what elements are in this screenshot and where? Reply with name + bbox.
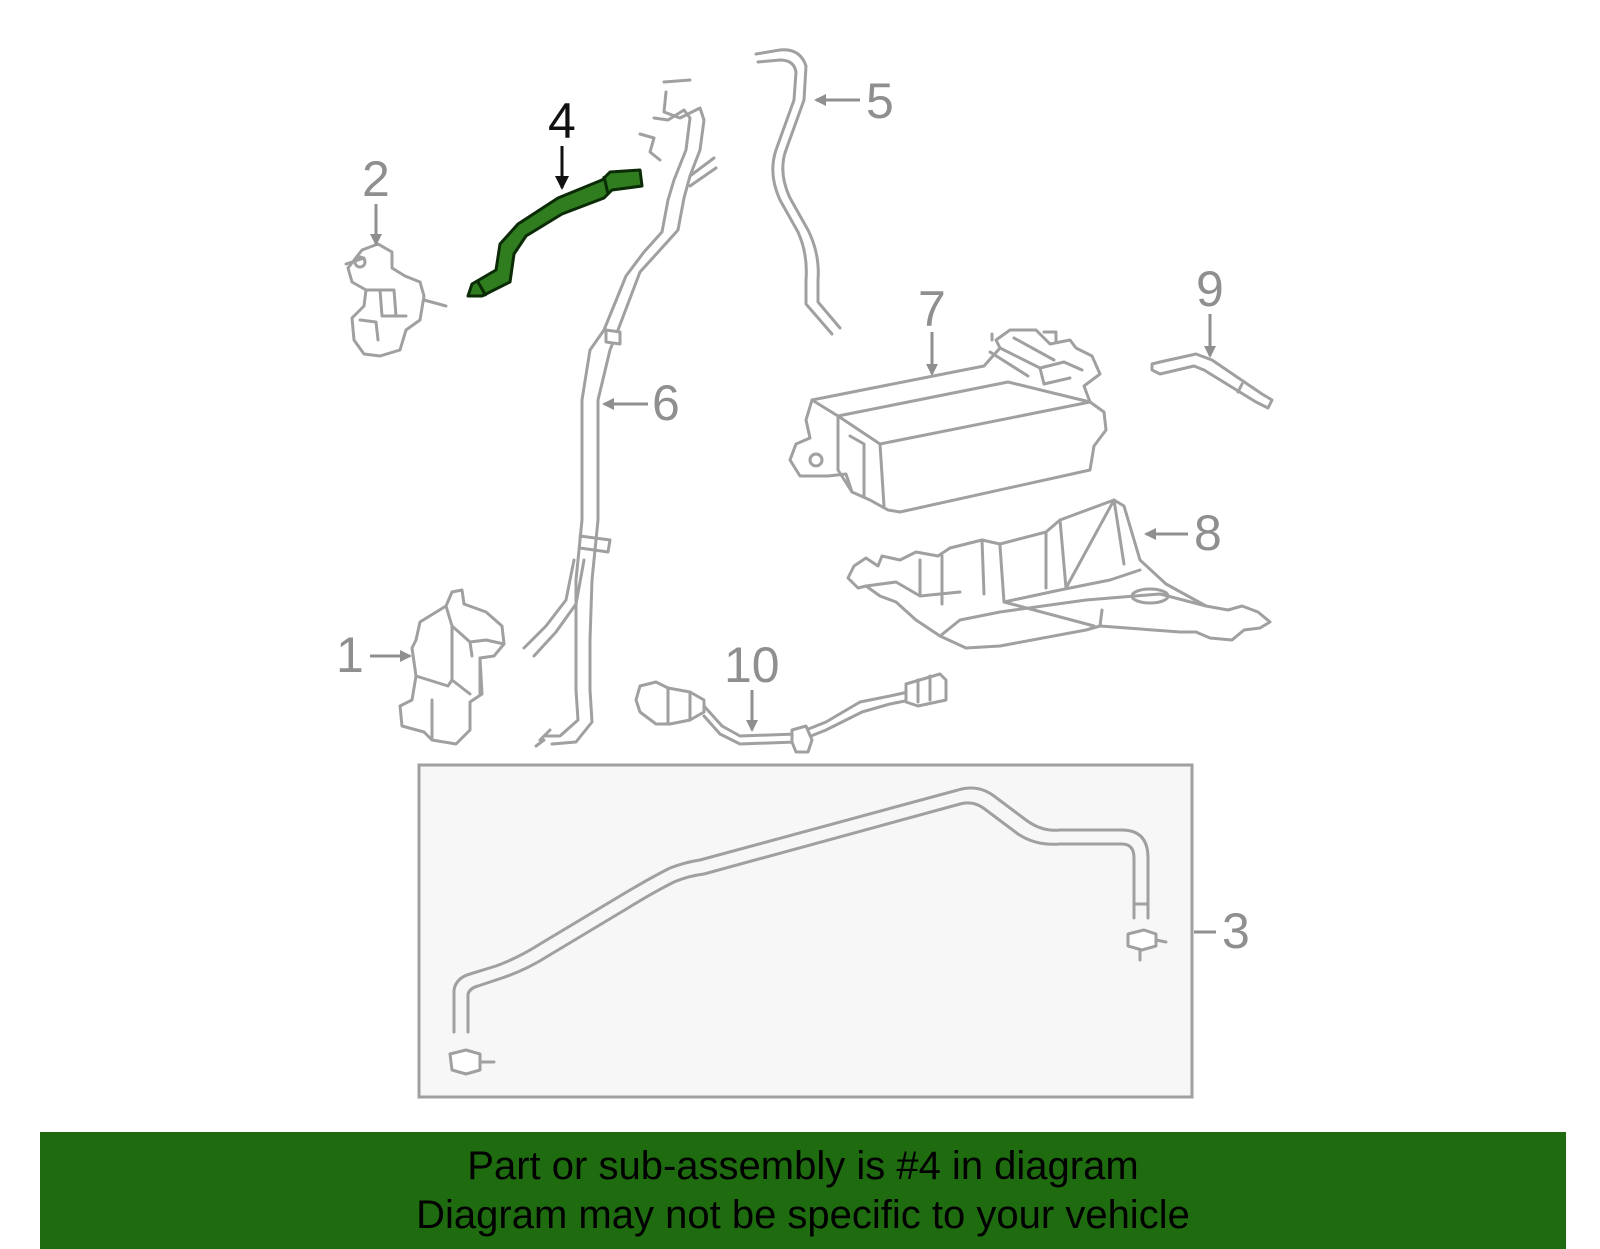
callout-7: 7 xyxy=(918,281,946,376)
callout-2: 2 xyxy=(362,151,390,246)
part-3-box xyxy=(417,763,1194,1099)
part-7-charcoal-canister[interactable] xyxy=(788,328,1108,514)
part-3-fuel-vapor-tube[interactable] xyxy=(448,786,1168,1076)
callout-number: 6 xyxy=(652,375,680,431)
banner-line-part-number: Part or sub-assembly is #4 in diagram xyxy=(467,1144,1139,1188)
part-10-sensor[interactable] xyxy=(634,672,948,754)
callout-10: 10 xyxy=(724,637,780,732)
callout-1: 1 xyxy=(336,627,412,683)
part-8-canister-bracket[interactable] xyxy=(846,498,1272,650)
callout-number: 2 xyxy=(362,151,390,207)
callout-8: 8 xyxy=(1144,505,1222,561)
callout-number: 9 xyxy=(1196,261,1224,317)
part-2-vsv-valve[interactable] xyxy=(344,242,448,358)
callout-number: 3 xyxy=(1222,903,1250,959)
callout-5: 5 xyxy=(814,73,894,129)
callout-3: 3 xyxy=(1194,903,1250,959)
part-4-hose-highlighted[interactable] xyxy=(466,168,644,298)
callout-number: 1 xyxy=(336,627,364,683)
banner-line-disclaimer: Diagram may not be specific to your vehi… xyxy=(416,1193,1190,1237)
callout-9: 9 xyxy=(1196,261,1224,358)
part-5-hose[interactable] xyxy=(754,48,842,336)
callout-4: 4 xyxy=(548,93,576,190)
callout-number: 7 xyxy=(918,281,946,337)
callout-number: 10 xyxy=(724,637,780,693)
part-9-hose[interactable] xyxy=(1150,352,1274,410)
part-1-solenoid-valve[interactable] xyxy=(398,588,506,746)
part-6-vapor-line[interactable] xyxy=(522,78,718,748)
callout-6: 6 xyxy=(602,375,680,431)
callout-number: 5 xyxy=(866,73,894,129)
callout-number: 8 xyxy=(1194,505,1222,561)
info-banner: Part or sub-assembly is #4 in diagram Di… xyxy=(40,1132,1566,1249)
callout-number: 4 xyxy=(548,93,576,149)
